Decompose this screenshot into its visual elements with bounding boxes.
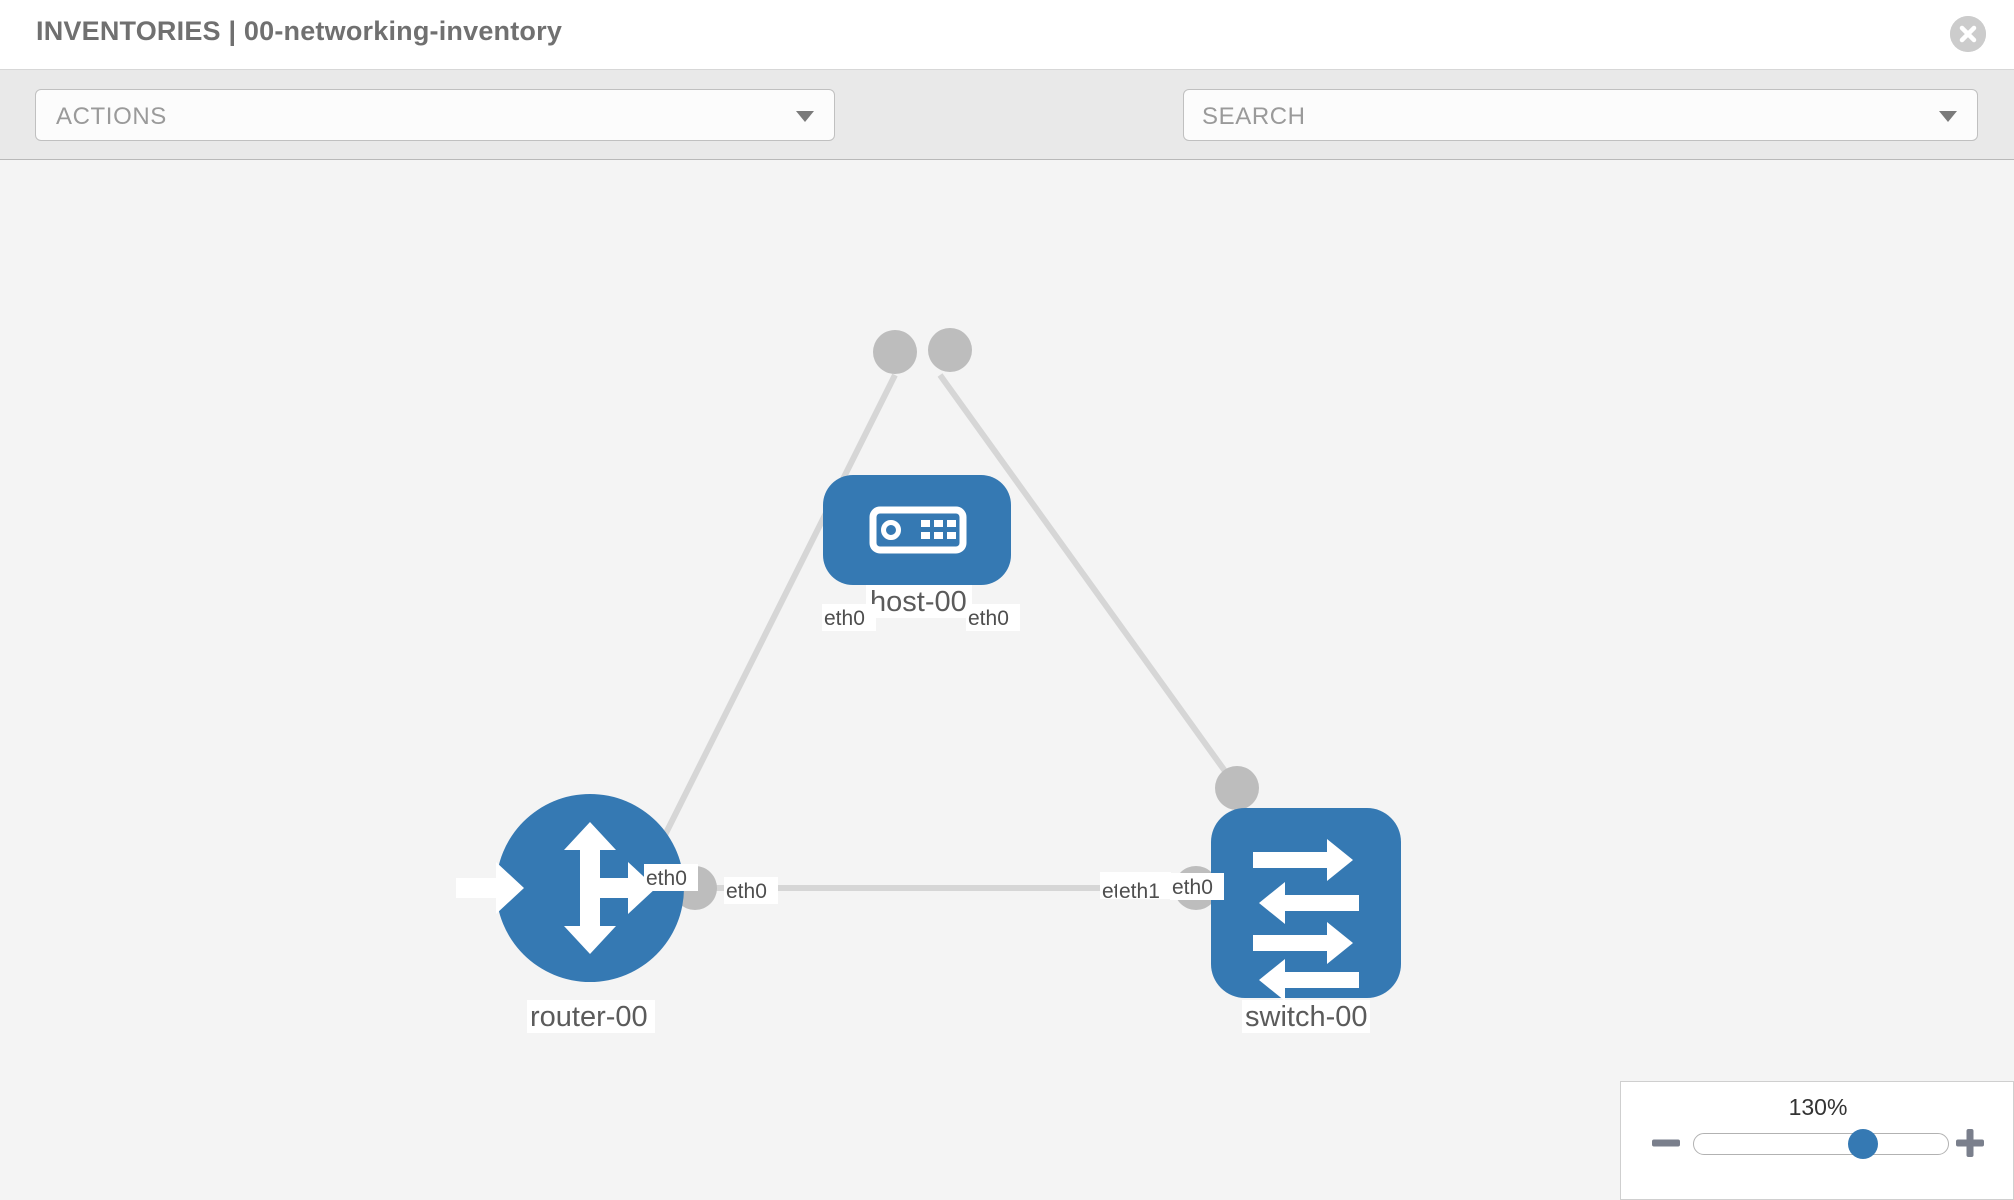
close-button[interactable] xyxy=(1950,16,1986,52)
actions-dropdown[interactable]: ACTIONS xyxy=(35,89,835,141)
interface-dot-host00-left[interactable] xyxy=(873,330,917,374)
iface-label-router00-uplink-eth0: eth0 xyxy=(646,867,687,890)
zoom-in-button[interactable] xyxy=(1953,1126,1987,1160)
chevron-down-icon xyxy=(1939,111,1957,122)
zoom-level-label: 130% xyxy=(1788,1094,1848,1120)
topology-graph: host-00 router-00 switch-00 eth0 eth0 et… xyxy=(456,328,1401,1033)
node-switch-00[interactable] xyxy=(1211,808,1401,1001)
actions-dropdown-label: ACTIONS xyxy=(56,103,167,130)
iface-label-router00-eth0: eth0 xyxy=(726,880,767,903)
switch-arrows-icon xyxy=(1253,839,1359,1001)
chevron-down-icon xyxy=(796,111,814,122)
page-title: INVENTORIES | 00-networking-inventory xyxy=(36,16,563,46)
toolbar: ACTIONS SEARCH xyxy=(0,70,2014,198)
interface-dot-switch00-eth0[interactable] xyxy=(1215,766,1259,810)
zoom-control-panel: 130% xyxy=(1620,1081,2014,1200)
zoom-out-button[interactable] xyxy=(1649,1126,1683,1160)
node-name-labels: host-00 router-00 switch-00 xyxy=(527,585,1370,1033)
search-placeholder: SEARCH xyxy=(1202,103,1306,130)
interface-labels: eth0 eth0 eth0 eth0 eth0 eth0 eth1 xyxy=(644,604,1224,904)
zoom-slider-track[interactable] xyxy=(1693,1133,1949,1155)
node-host-00[interactable] xyxy=(823,475,1011,585)
close-circle-icon xyxy=(1950,16,1986,52)
topology-canvas[interactable]: host-00 router-00 switch-00 eth0 eth0 et… xyxy=(0,160,2014,1200)
node-router-00[interactable] xyxy=(456,794,684,982)
link-router00-host00[interactable] xyxy=(637,373,898,887)
node-label-switch-00: switch-00 xyxy=(1245,1001,1368,1033)
iface-label-host00-eth0-right: eth0 xyxy=(968,607,1009,630)
iface-label-host00-eth0-left: eth0 xyxy=(824,607,865,630)
search-input[interactable]: SEARCH xyxy=(1183,89,1978,141)
interface-dot-host00-right[interactable] xyxy=(928,328,972,372)
topology-links xyxy=(637,373,1238,891)
zoom-slider-handle[interactable] xyxy=(1848,1129,1878,1159)
server-icon xyxy=(869,506,967,554)
router-arrows-icon xyxy=(456,822,656,954)
iface-label-switch00-uplink-eth0: eth0 xyxy=(1172,876,1213,899)
minus-icon xyxy=(1652,1139,1680,1147)
iface-label-switch00-eth1: eth1 xyxy=(1119,880,1160,903)
node-label-router-00: router-00 xyxy=(530,1001,648,1033)
plus-icon xyxy=(1956,1129,1984,1157)
page-header: INVENTORIES | 00-networking-inventory xyxy=(0,0,2014,70)
node-label-host-00: host-00 xyxy=(870,586,967,618)
link-host00-switch00[interactable] xyxy=(937,373,1238,787)
